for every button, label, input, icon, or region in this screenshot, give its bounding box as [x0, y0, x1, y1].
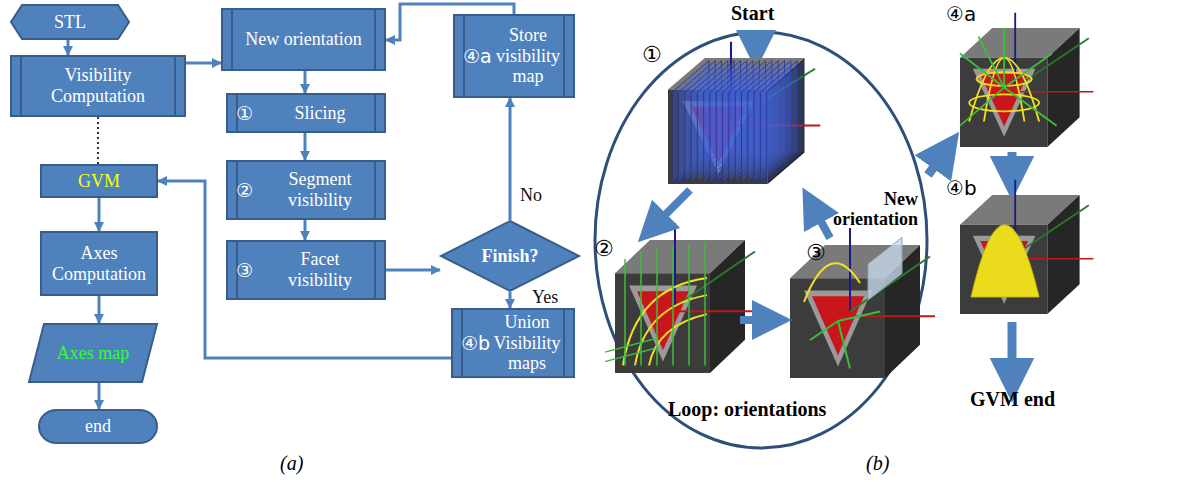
process-box: New orientation [221, 8, 386, 71]
flow-arrow [67, 40, 70, 55]
callout-number: ① [642, 42, 662, 67]
process-box: Visibility Computation [10, 55, 186, 117]
box-label: Facet visibility [268, 249, 372, 290]
flow-arrow [304, 71, 307, 93]
flow-arrow [98, 198, 101, 231]
process-box: ④aStore visibility map [453, 14, 575, 98]
callout-number: ③ [806, 240, 826, 265]
process-box: ② Segment visibility [226, 160, 386, 220]
step-label: New orientation [818, 190, 918, 230]
decision-diamond: Finish? [440, 220, 580, 292]
callout-number: ② [594, 236, 614, 261]
edge-label: No [518, 186, 544, 206]
terminator: end [38, 409, 158, 444]
flow-arrow [98, 296, 101, 323]
loop-label: Loop: orientations [668, 398, 826, 421]
end-label: GVM end [970, 388, 1055, 411]
flow-arrow [98, 383, 101, 409]
box-label: Axes map [57, 343, 129, 364]
callout-number: ② [236, 179, 253, 201]
box-label: Finish? [481, 246, 538, 267]
process-box: GVM [40, 164, 158, 198]
flow-arrow [304, 220, 307, 240]
process-box: ③ Facet visibility [226, 240, 386, 300]
box-label: end [85, 416, 111, 437]
box-label: Slicing [294, 103, 345, 124]
callout-number: ④a [946, 2, 976, 26]
box-label: Visibility Computation [26, 65, 170, 106]
flow-arrow [509, 292, 512, 308]
flow-arrow [386, 269, 440, 272]
callout-number: ④b [461, 332, 490, 354]
process-box: Axes Computation [40, 231, 158, 296]
callout-number: ③ [236, 259, 253, 281]
flow-arrow [186, 62, 221, 65]
callout-number: ④a [463, 45, 492, 67]
start-label: Start [731, 2, 774, 25]
box-label: STL [54, 12, 86, 33]
flow-arrow [97, 117, 99, 164]
box-label: New orientation [245, 29, 361, 50]
edge-label: Yes [530, 288, 560, 308]
figure-label: (a) [280, 452, 303, 475]
data-box: Axes map [28, 323, 158, 383]
process-box: STL [10, 4, 130, 40]
callout-number: ④b [946, 176, 977, 200]
figure-label: (b) [866, 452, 889, 475]
box-label: Axes Computation [52, 243, 146, 284]
box-label: Segment visibility [268, 169, 372, 210]
box-label: GVM [78, 171, 120, 192]
callout-number: ① [236, 102, 253, 124]
flow-arrow [509, 98, 512, 220]
box-label: Union Visibility maps [493, 312, 561, 374]
process-box: ④bUnion Visibility maps [451, 308, 575, 378]
process-box: ① Slicing [226, 93, 386, 133]
box-label: Store visibility map [495, 25, 561, 87]
flow-arrow [304, 133, 307, 160]
